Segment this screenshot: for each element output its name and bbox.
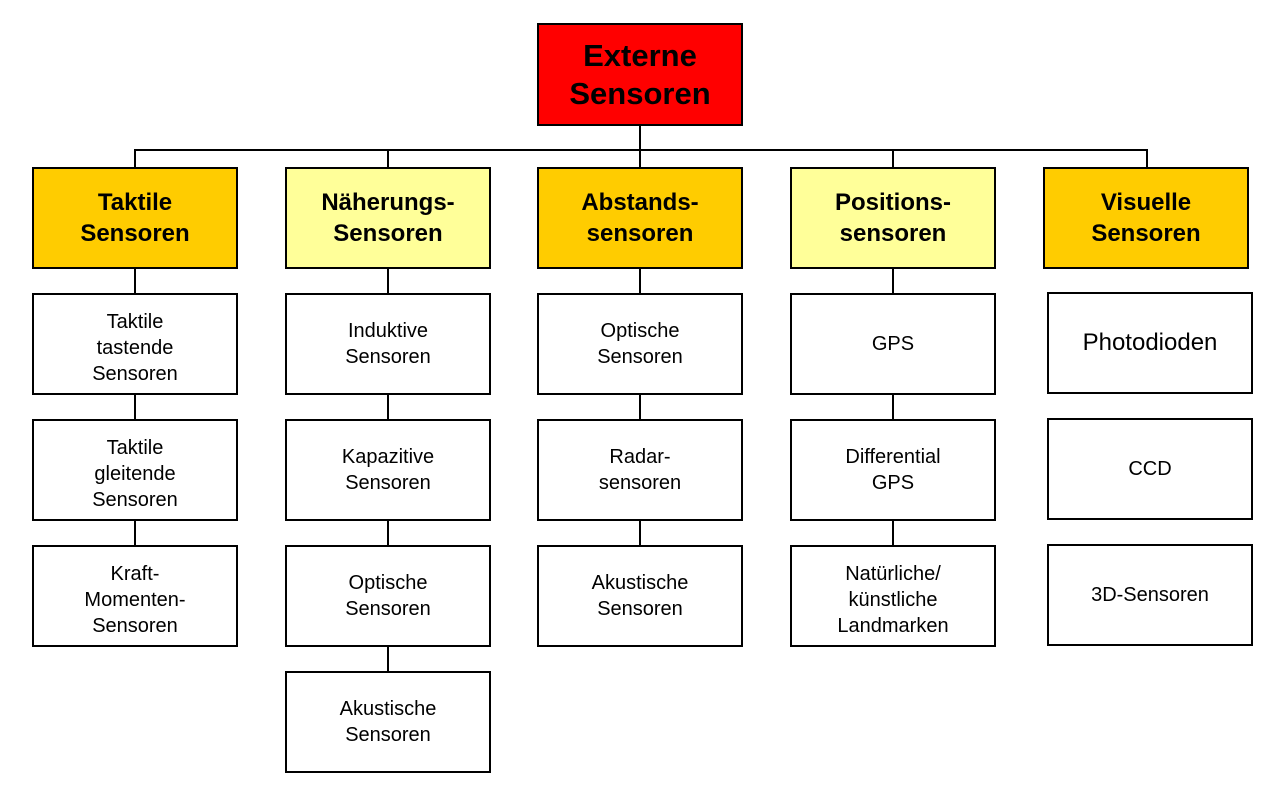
root-label: Externe Sensoren xyxy=(569,37,711,111)
connector-line xyxy=(1146,149,1148,169)
root-connector-line xyxy=(639,124,641,151)
leaf-node: Akustische Sensoren xyxy=(285,671,491,773)
connector-line xyxy=(134,267,136,547)
leaf-node: Photodioden xyxy=(1047,292,1253,394)
leaf-label: Natürliche/ künstliche Landmarken xyxy=(837,563,949,637)
category-label: Abstands- sensoren xyxy=(581,189,699,247)
leaf-label: Taktile gleitende Sensoren xyxy=(92,437,178,511)
leaf-node: Optische Sensoren xyxy=(537,293,743,395)
leaf-node: Radar- sensoren xyxy=(537,419,743,521)
category-label: Näherungs- Sensoren xyxy=(321,189,455,247)
leaf-node: Differential GPS xyxy=(790,419,996,521)
leaf-node: GPS xyxy=(790,293,996,395)
category-node-visuell: Visuelle Sensoren xyxy=(1043,167,1249,269)
leaf-label: Optische Sensoren xyxy=(597,320,683,368)
leaf-label: Induktive Sensoren xyxy=(345,320,431,368)
connector-line xyxy=(639,267,641,547)
category-node-taktile: Taktile Sensoren xyxy=(32,167,238,269)
leaf-node: 3D-Sensoren xyxy=(1047,544,1253,646)
leaf-label: Photodioden xyxy=(1082,329,1218,356)
leaf-label: Taktile tastende Sensoren xyxy=(92,311,178,385)
leaf-label: Akustische Sensoren xyxy=(339,698,437,746)
category-label: Positions- sensoren xyxy=(834,189,951,247)
leaf-label: Differential GPS xyxy=(845,446,941,494)
leaf-label: Akustische Sensoren xyxy=(591,572,689,620)
leaf-node: Natürliche/ künstliche Landmarken xyxy=(790,545,996,647)
leaf-node: CCD xyxy=(1047,418,1253,520)
connector-line xyxy=(639,149,641,169)
root-node: Externe Sensoren xyxy=(537,23,743,126)
leaf-node: Taktile tastende Sensoren xyxy=(32,293,238,395)
category-node-abstand: Abstands- sensoren xyxy=(537,167,743,269)
leaf-label: Kraft- Momenten- Sensoren xyxy=(84,563,186,637)
leaf-node: Kraft- Momenten- Sensoren xyxy=(32,545,238,647)
leaf-label: Optische Sensoren xyxy=(345,572,431,620)
leaf-node: Induktive Sensoren xyxy=(285,293,491,395)
category-node-position: Positions- sensoren xyxy=(790,167,996,269)
connector-line xyxy=(134,149,136,169)
leaf-label: CCD xyxy=(1128,458,1172,480)
connector-line xyxy=(387,149,389,169)
leaf-label: Kapazitive Sensoren xyxy=(341,446,435,494)
category-node-naeherung: Näherungs- Sensoren xyxy=(285,167,491,269)
leaf-label: Radar- sensoren xyxy=(598,446,682,494)
leaf-node: Kapazitive Sensoren xyxy=(285,419,491,521)
leaf-node: Optische Sensoren xyxy=(285,545,491,647)
connector-line xyxy=(892,267,894,547)
category-label: Visuelle Sensoren xyxy=(1091,189,1201,247)
category-label: Taktile Sensoren xyxy=(80,189,190,247)
leaf-node: Taktile gleitende Sensoren xyxy=(32,419,238,521)
leaf-node: Akustische Sensoren xyxy=(537,545,743,647)
category-bus-line xyxy=(134,149,1148,151)
leaf-label: 3D-Sensoren xyxy=(1091,584,1209,606)
leaf-label: GPS xyxy=(871,333,915,355)
connector-line xyxy=(892,149,894,169)
